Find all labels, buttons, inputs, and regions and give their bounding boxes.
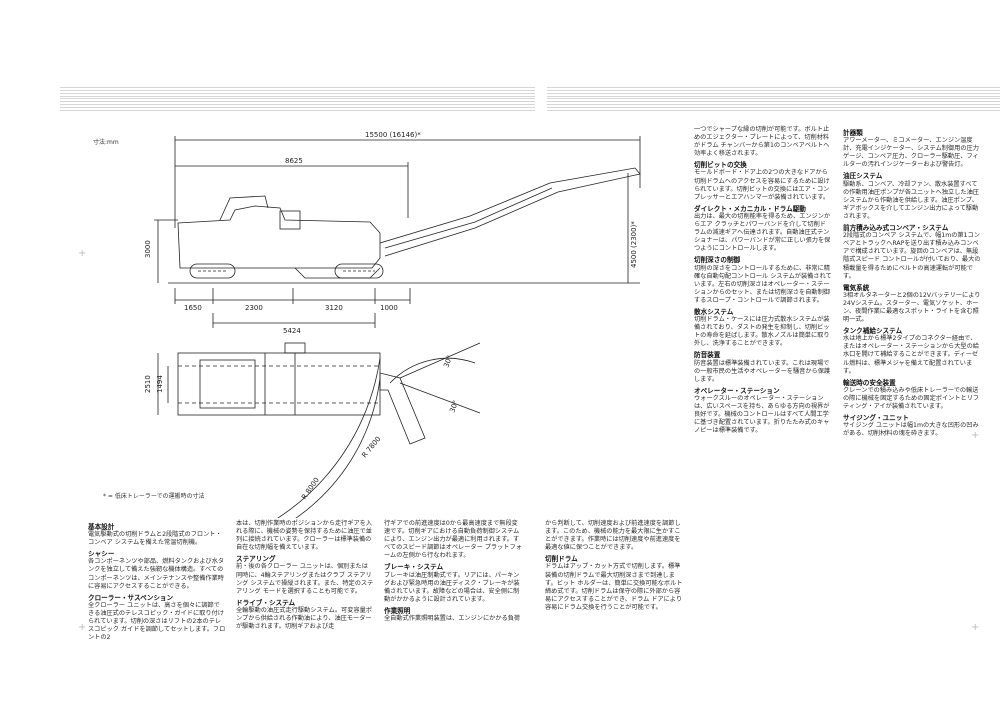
heading-water-system: 散水システム bbox=[694, 307, 734, 316]
machine-body-side bbox=[177, 205, 381, 269]
heading-depth-control: 切削深さの制御 bbox=[694, 256, 741, 265]
para-depth-control: 切削の深さをコントロールするために、非常に精確な自動勾配コントロール システムが… bbox=[694, 264, 832, 304]
crop-mark-right-mid: + bbox=[971, 430, 980, 441]
heading-instruments: 計器類 bbox=[843, 129, 863, 137]
para-bit-replacement: モールドボード・ドア上の2つの大きなドアから切削ドラムへのアクセスを容易にするた… bbox=[694, 169, 830, 201]
text-column-1: 基本設計 電気駆動式の切削ドラムと2段階式のフロント・コンベア システムを備えた… bbox=[88, 520, 226, 644]
para-operator-station: ウォークスルーのオペレーター・ステーションは、広いスペースを持ち、あらゆる方向の… bbox=[694, 394, 830, 435]
heading-operator-station: オペレーター・ステーション bbox=[694, 386, 780, 395]
heading-chassis: シャシー bbox=[88, 550, 115, 559]
para-drum-cont: 一つでシャープな縁の切削が可能です。ボルト止めのエジェクター・プレートによって、… bbox=[694, 126, 830, 158]
dim-2510: 2510 bbox=[144, 375, 152, 393]
para-work-lighting: 全自動式作業照明装置は、エンジンにかかる負荷 bbox=[384, 615, 521, 623]
para-crawler-cont: 本は、切削作業時のポジションから走行ギアを入れる際に、機械の姿勢を保持するために… bbox=[236, 520, 373, 552]
heading-bit-replacement: 切削ビットの交換 bbox=[694, 161, 747, 170]
dim-3120: 3120 bbox=[325, 304, 343, 312]
band-gap bbox=[535, 85, 547, 115]
header-stripe-band-lower bbox=[60, 98, 1000, 112]
dim-height-4500: 4500 (2300)* bbox=[630, 221, 638, 268]
heading-hydraulic-system: 油圧システム bbox=[843, 172, 883, 181]
unit-label: 寸法:mm bbox=[93, 139, 119, 146]
heading-work-lighting: 作業照明 bbox=[384, 606, 411, 615]
dim-angle-30-upper: 30° bbox=[442, 354, 454, 368]
text-column-5: 一つでシャープな縁の切削が可能です。ボルト止めのエジェクター・プレートによって、… bbox=[694, 126, 832, 437]
dim-angle-30-lower: 30° bbox=[448, 399, 460, 413]
heading-drive-system: ドライブ・システム bbox=[236, 598, 296, 607]
para-sound-proofing: 防音装置は標準装備されています。これは現場での一般市民の生活やオペレーターを騒音… bbox=[694, 359, 831, 383]
para-instruments: アワーメーター、ミコメーター、エンジン温度計、充電インジケーター、システム制御用… bbox=[843, 137, 979, 169]
machine-dimension-diagram: 15500 (16146)* 8625 3000 4500 (2300)* 16… bbox=[144, 131, 641, 518]
para-crawler-suspension: 全クローラー ユニットは、高さを個々に調節できる油圧式のテレスコピック・ガイドに… bbox=[88, 601, 226, 642]
para-tank-refill: 水は地上から標準2タイプのコネクター経由で、またはオペレーター・ステーションから… bbox=[843, 335, 979, 375]
para-drive-system: 全輪駆動の油圧式走行駆動システム。可変容量ポンプから供給される作動油により、油圧… bbox=[236, 606, 372, 631]
dim-2300: 2300 bbox=[245, 304, 263, 312]
rear-track bbox=[334, 263, 384, 279]
dim-overall-length: 15500 (16146)* bbox=[365, 131, 421, 139]
para-sizing-unit: サイジング ユニットは幅1mの大きな凹形の凹みがある、切削材料の塊を砕きます。 bbox=[843, 422, 979, 438]
front-track bbox=[189, 263, 236, 279]
dim-radius-8000: R 8000 bbox=[300, 476, 321, 501]
text-column-3: 行ギアでの前進速度は0から最高速度まで無段変速です。切削ギアにおける自動負荷制御… bbox=[384, 520, 522, 625]
dim-5424: 5424 bbox=[283, 327, 301, 335]
para-direct-drum-drive: 出力は、最大の切削能率を得るため、エンジンからエア クラッチとパワーバンドを介し… bbox=[694, 212, 831, 253]
diagram-note: * = 低床トレーラーでの運搬時の寸法 bbox=[103, 493, 205, 500]
para-transport-safety: クレーンでの積み込みや低床トレーラーでの輸送の際に機械を固定するための固定ポイン… bbox=[843, 386, 980, 410]
machine-top-view bbox=[177, 352, 381, 416]
para-basic-design: 電気駆動式の切削ドラムと2段階式のフロント・コンベア システムを備えた常温切削機… bbox=[88, 531, 222, 547]
text-column-6: 計器類 アワーメーター、ミコメーター、エンジン温度計、充電インジケーター、システ… bbox=[843, 126, 981, 440]
crop-mark-right-lower: + bbox=[971, 622, 980, 633]
heading-electrical: 電気系統 bbox=[843, 283, 870, 292]
para-hydraulic-system: 駆動系、コンベア、冷却ファン、散水装置すべての作動用油圧ポンプが各ユニットへ独立… bbox=[843, 180, 979, 220]
dim-height-3000: 3000 bbox=[144, 240, 152, 258]
heading-steering: ステアリング bbox=[236, 555, 276, 564]
crop-mark-left-upper: + bbox=[78, 248, 87, 259]
heading-brake-system: ブレーキ・システム bbox=[384, 563, 444, 572]
para-electrical: 3相オルタネーターと2個の12Vバッテリーにより24Vシステム。スターター、電気… bbox=[843, 291, 981, 324]
heading-sizing-unit: サイジング・ユニット bbox=[843, 414, 909, 423]
para-brake-system: ブレーキは油圧制動式です。リアには、パーキングおよび緊急時用の油圧ディスク・ブレ… bbox=[384, 571, 520, 603]
para-cutting-drum: ドラムはアップ・カット方式で切削します。標準装備の切削ドラムで最大切削深さまで到… bbox=[545, 563, 683, 611]
crop-mark-left-lower: + bbox=[78, 622, 87, 633]
para-water-system: 切削ドラム・ケースには圧力式散水システムが装備されており、ダストの発生を抑制し、… bbox=[694, 316, 830, 348]
dim-1000: 1000 bbox=[380, 304, 398, 312]
crop-mark-right-upper: + bbox=[971, 248, 980, 259]
dim-8625: 8625 bbox=[285, 157, 303, 165]
para-chassis: 各コンポーネンツや部品、燃料タンクおよび水タンクを独立して備えた強靭な機体構造。… bbox=[88, 558, 225, 590]
heading-direct-drum-drive: ダイレクト・メカニカル・ドラム駆動 bbox=[694, 204, 806, 213]
heading-sound-proofing: 防音装置 bbox=[694, 351, 721, 360]
para-front-conveyor: 2段階式のコンベア システムで、幅1mの第1コンベアとトラックへRAPを送り出す… bbox=[843, 232, 981, 280]
heading-tank-refill: タンク補給システム bbox=[843, 327, 903, 336]
para-lighting-cont: から判断して、切削速度および前進速度を調節します。このため、機械の能力を最大限に… bbox=[545, 520, 681, 552]
text-column-4: から判断して、切削速度および前進速度を調節します。このため、機械の能力を最大限に… bbox=[545, 520, 683, 614]
heading-front-conveyor: 前方積み込み式コンベア・システム bbox=[843, 224, 949, 233]
heading-cutting-drum: 切削ドラム bbox=[545, 555, 578, 564]
heading-crawler-suspension: クローラー・サスペンション bbox=[88, 593, 174, 602]
para-drive-cont: 行ギアでの前進速度は0から最高速度まで無段変速です。切削ギアにおける自動負荷制御… bbox=[384, 520, 522, 560]
heading-transport-safety: 輸送時の安全装置 bbox=[843, 378, 896, 387]
text-column-2: 本は、切削作業時のポジションから走行ギアを入れる際に、機械の姿勢を保持するために… bbox=[236, 520, 374, 633]
heading-basic-design: 基本設計 bbox=[88, 523, 115, 531]
para-steering: 前・後の各クローラー ユニットは、個別または同時に、4輪ステアリングまたはクラブ… bbox=[236, 563, 374, 595]
dim-1494: 1494 bbox=[156, 375, 164, 393]
dim-1650: 1650 bbox=[184, 304, 202, 312]
dim-radius-7800: R 7800 bbox=[360, 435, 382, 459]
